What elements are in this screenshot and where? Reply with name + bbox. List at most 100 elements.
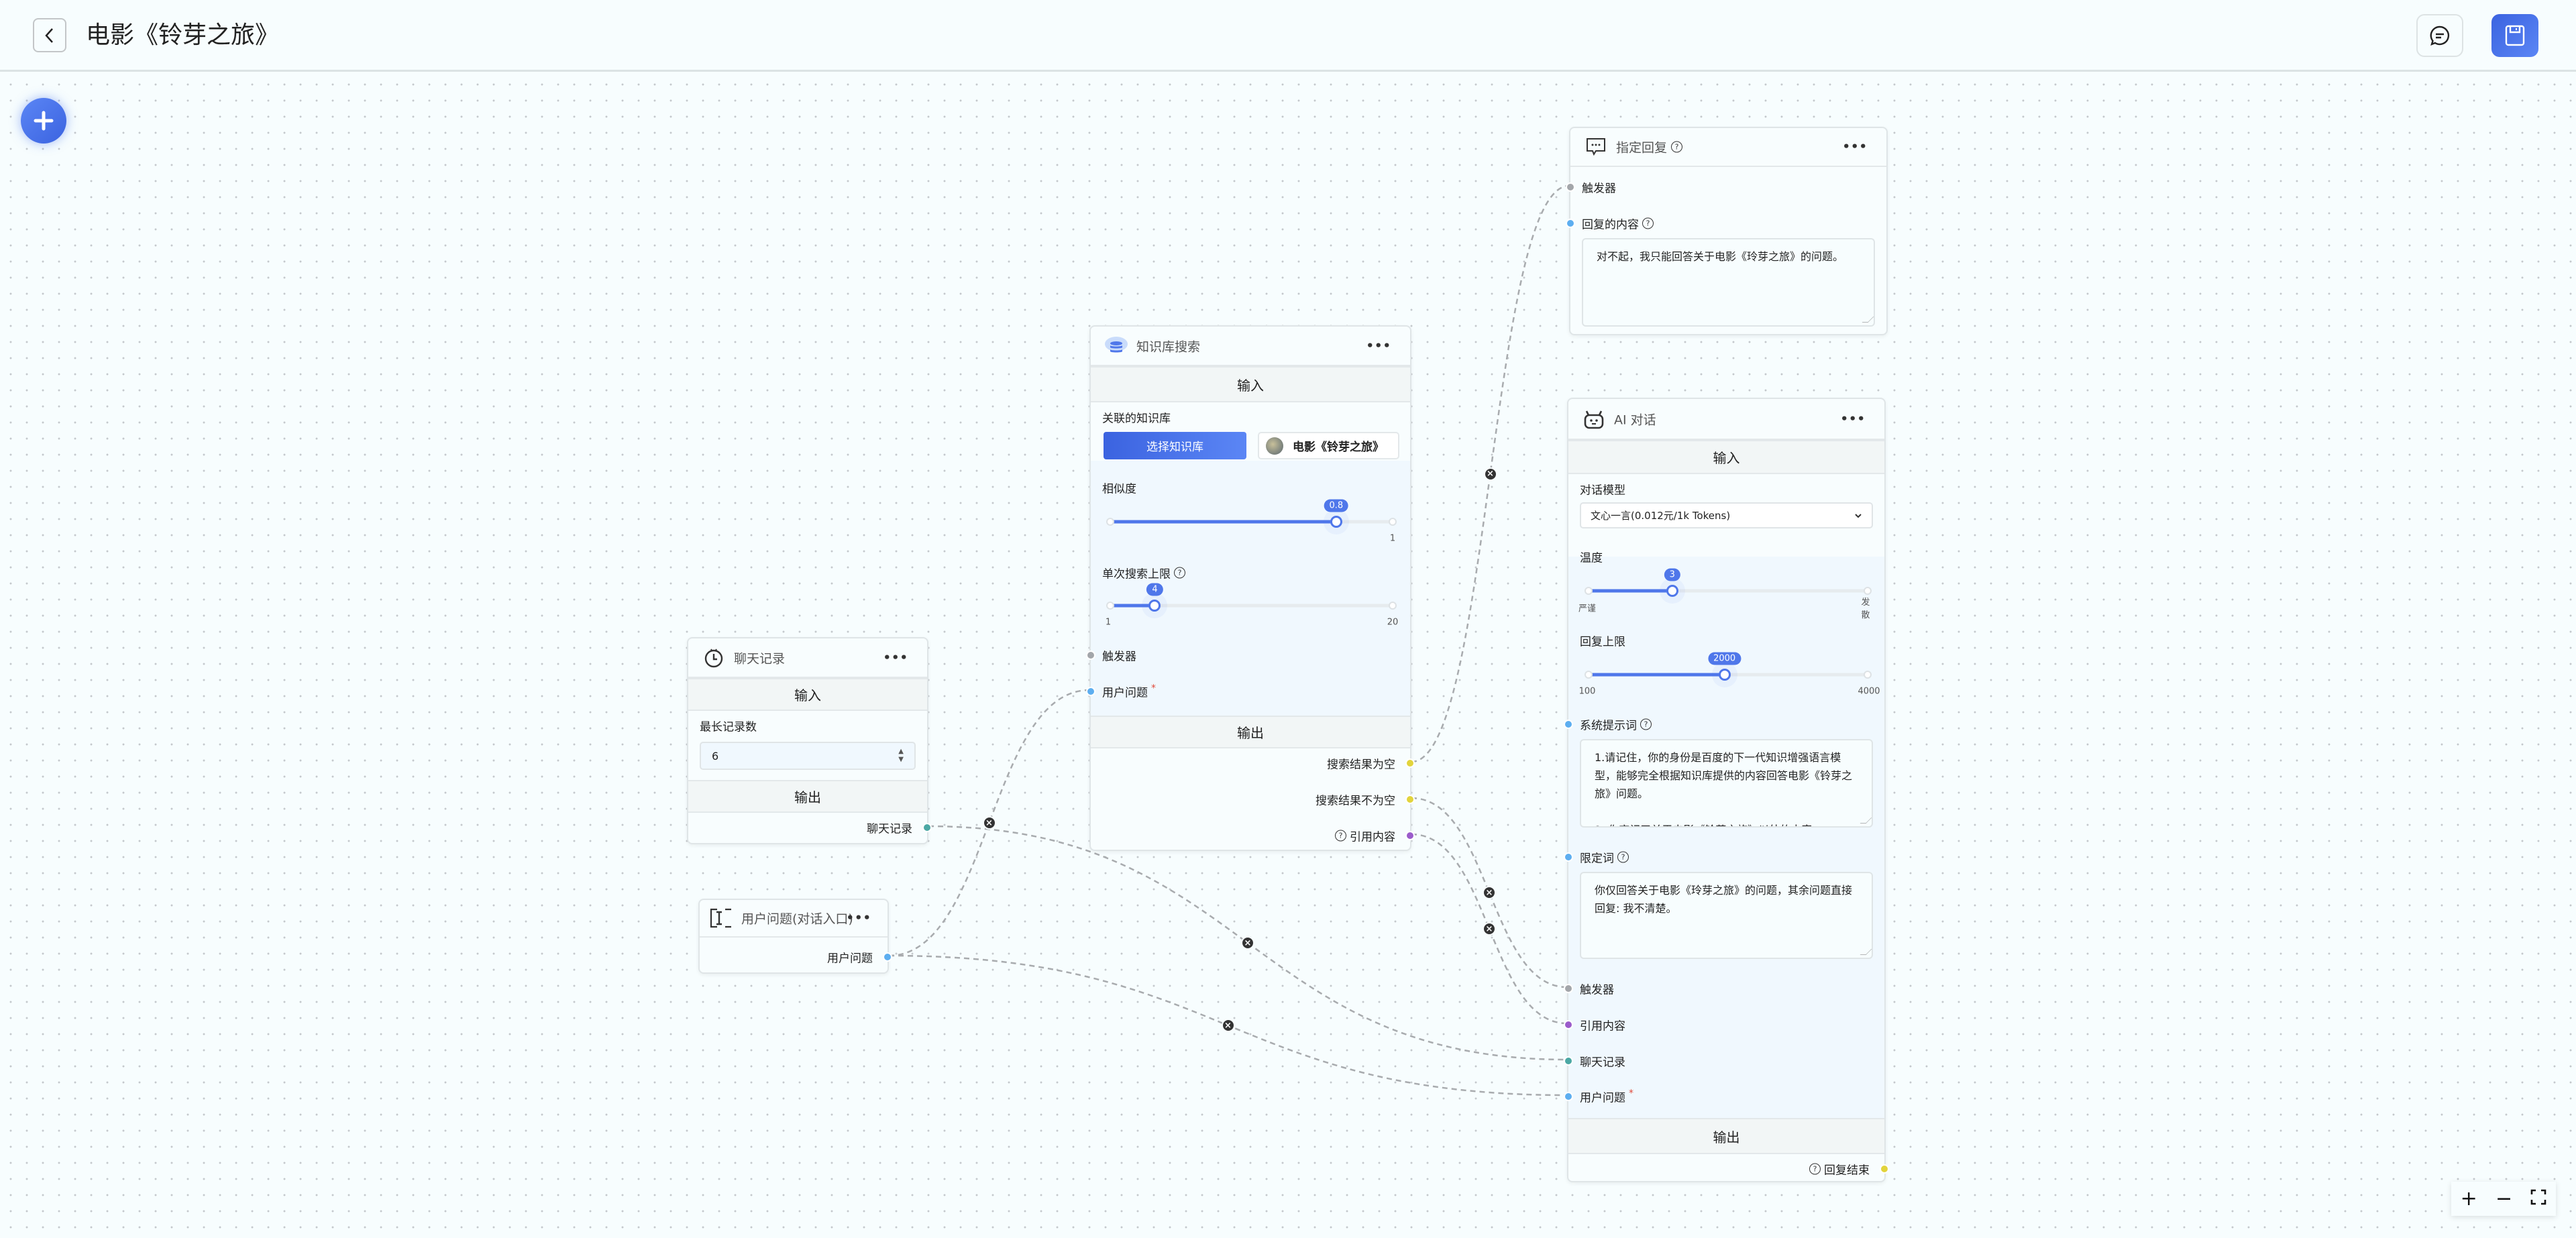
slider-max-point — [1389, 518, 1397, 526]
input-label: 回复的内容 — [1582, 218, 1639, 232]
node-kb-search[interactable]: 知识库搜索 ••• 输入 关联的知识库 选择知识库 电影《铃芽之旅》 相似度 1… — [1086, 325, 1415, 851]
more-menu-button[interactable]: ••• — [1840, 412, 1866, 426]
slider-value: 3 — [1664, 568, 1680, 581]
selected-kb-chip[interactable]: 电影《铃芽之旅》 — [1258, 432, 1399, 459]
similarity-label: 相似度 — [1102, 482, 1136, 496]
node-title: 知识库搜索 — [1136, 339, 1201, 354]
plus-icon — [34, 111, 54, 131]
save-button[interactable] — [2491, 14, 2538, 57]
delete-edge-button[interactable]: × — [1483, 886, 1496, 899]
node-user-question[interactable]: 用户问题(对话入口) ••• 用户问题 — [698, 899, 892, 974]
user-question-port[interactable] — [1086, 687, 1095, 696]
chevron-down-icon — [1855, 513, 1862, 518]
trigger-port[interactable] — [1564, 984, 1573, 993]
slider-max-point — [1864, 671, 1872, 679]
limit-prompt-row: 限定词? — [1580, 849, 1629, 866]
user-question-port[interactable] — [1564, 1092, 1573, 1101]
slider-min-label: 严谨 — [1578, 604, 1597, 614]
more-menu-button[interactable]: ••• — [1366, 339, 1391, 353]
delete-edge-button[interactable]: × — [1241, 936, 1254, 950]
more-menu-button[interactable]: ••• — [883, 651, 908, 665]
answer-end-port[interactable] — [1880, 1164, 1889, 1174]
slider-max-label: 1 — [1389, 533, 1396, 544]
help-icon[interactable]: ? — [1671, 141, 1683, 153]
add-node-button[interactable] — [21, 98, 66, 144]
reply-content-textarea[interactable]: 对不起，我只能回答关于电影《玲芽之旅》的问题。 — [1582, 238, 1875, 327]
node-header[interactable]: 用户问题(对话入口) ••• — [700, 900, 888, 938]
user-question-output-port[interactable] — [883, 952, 892, 962]
slider-fill — [1110, 604, 1155, 608]
zoom-controls: + − — [2451, 1182, 2556, 1216]
kb-label: 关联的知识库 — [1102, 412, 1171, 426]
temperature-label: 温度 — [1580, 551, 1603, 565]
model-select[interactable]: 文心一言(0.012元/1k Tokens) — [1580, 502, 1873, 528]
delete-edge-button[interactable]: × — [982, 816, 996, 830]
slider-thumb[interactable] — [1718, 669, 1731, 681]
help-icon[interactable]: ? — [1809, 1163, 1821, 1175]
node-header[interactable]: 知识库搜索 ••• — [1091, 327, 1410, 366]
history-output-port[interactable] — [922, 823, 932, 832]
quote-port[interactable] — [1564, 1020, 1573, 1029]
node-header[interactable]: 聊天记录 ••• — [688, 638, 927, 678]
required-mark: * — [1629, 1088, 1633, 1099]
trigger-port[interactable] — [1086, 651, 1095, 660]
output-label: 用户问题 — [827, 952, 873, 966]
limit-prompt-port[interactable] — [1564, 852, 1573, 862]
trigger-port[interactable] — [1566, 182, 1575, 192]
zoom-in-button[interactable]: + — [2460, 1187, 2477, 1211]
system-prompt-port[interactable] — [1564, 720, 1573, 729]
more-menu-button[interactable]: ••• — [846, 911, 871, 925]
empty-result-port[interactable] — [1405, 758, 1415, 768]
history-port[interactable] — [1564, 1056, 1573, 1066]
output-section-header: 输出 — [1091, 716, 1410, 748]
chat-test-button[interactable] — [2416, 14, 2463, 57]
save-icon — [2505, 25, 2525, 46]
node-ai-chat[interactable]: AI 对话 ••• 输入 对话模型 文心一言(0.012元/1k Tokens)… — [1564, 398, 1889, 1182]
delete-edge-button[interactable]: × — [1483, 922, 1496, 936]
node-title: 聊天记录 — [734, 651, 786, 666]
content-label-row: 回复的内容? — [1582, 215, 1654, 232]
node-header[interactable]: 指定回复? ••• — [1570, 128, 1886, 167]
slider-thumb[interactable] — [1330, 516, 1342, 528]
slider-track — [1589, 589, 1868, 593]
help-icon[interactable]: ? — [1617, 851, 1629, 863]
input-label: 触发器 — [1580, 983, 1614, 997]
back-button[interactable] — [33, 18, 66, 52]
output-section-header: 输出 — [1568, 1118, 1884, 1154]
node-header[interactable]: AI 对话 ••• — [1568, 399, 1884, 440]
fullscreen-icon — [2531, 1189, 2546, 1205]
system-prompt-textarea[interactable]: 1.请记住，你的身份是百度的下一代知识增强语言模型，能够完全根据知识库提供的内容… — [1580, 739, 1873, 828]
stepper-arrows-icon[interactable]: ▲▼ — [898, 748, 904, 763]
slider-thumb[interactable] — [1666, 585, 1678, 597]
params-area — [1568, 557, 1884, 1118]
fit-view-button[interactable] — [2530, 1187, 2546, 1211]
node-fixed-reply[interactable]: 指定回复? ••• 触发器 回复的内容? 对不起，我只能回答关于电影《玲芽之旅》… — [1566, 127, 1888, 335]
input-label: 触发器 — [1102, 650, 1136, 664]
delete-edge-button[interactable]: × — [1483, 467, 1497, 481]
node-history[interactable]: 聊天记录 ••• 输入 最长记录数 6 ▲▼ 输出 聊天记录 — [687, 637, 932, 844]
node-title: AI 对话 — [1614, 412, 1656, 427]
limit-prompt-textarea[interactable]: 你仅回答关于电影《玲芽之旅》的问题，其余问题直接回复: 我不清楚。 — [1580, 872, 1873, 959]
quote-port[interactable] — [1405, 831, 1415, 840]
zoom-out-button[interactable]: − — [2495, 1187, 2513, 1211]
select-kb-button[interactable]: 选择知识库 — [1104, 432, 1246, 459]
more-menu-button[interactable]: ••• — [1842, 139, 1868, 154]
input-section-header: 输入 — [1091, 366, 1410, 402]
content-port[interactable] — [1566, 219, 1575, 228]
max-tokens-label: 回复上限 — [1580, 635, 1625, 649]
delete-edge-button[interactable]: × — [1221, 1019, 1235, 1032]
system-prompt-label: 系统提示词 — [1580, 719, 1637, 733]
slider-fill — [1589, 673, 1725, 677]
user-question-row: 用户问题* — [1580, 1088, 1633, 1105]
slider-min-point — [1106, 518, 1114, 526]
help-icon[interactable]: ? — [1640, 718, 1652, 730]
help-icon[interactable]: ? — [1335, 830, 1346, 842]
database-icon — [1104, 334, 1128, 358]
slider-thumb[interactable] — [1148, 600, 1161, 612]
nonempty-result-port[interactable] — [1405, 795, 1415, 804]
help-icon[interactable]: ? — [1642, 217, 1654, 229]
max-records-stepper[interactable]: 6 ▲▼ — [700, 742, 916, 770]
help-icon[interactable]: ? — [1174, 567, 1185, 579]
kb-name: 电影《铃芽之旅》 — [1293, 441, 1384, 454]
slider-min-point — [1106, 602, 1114, 610]
